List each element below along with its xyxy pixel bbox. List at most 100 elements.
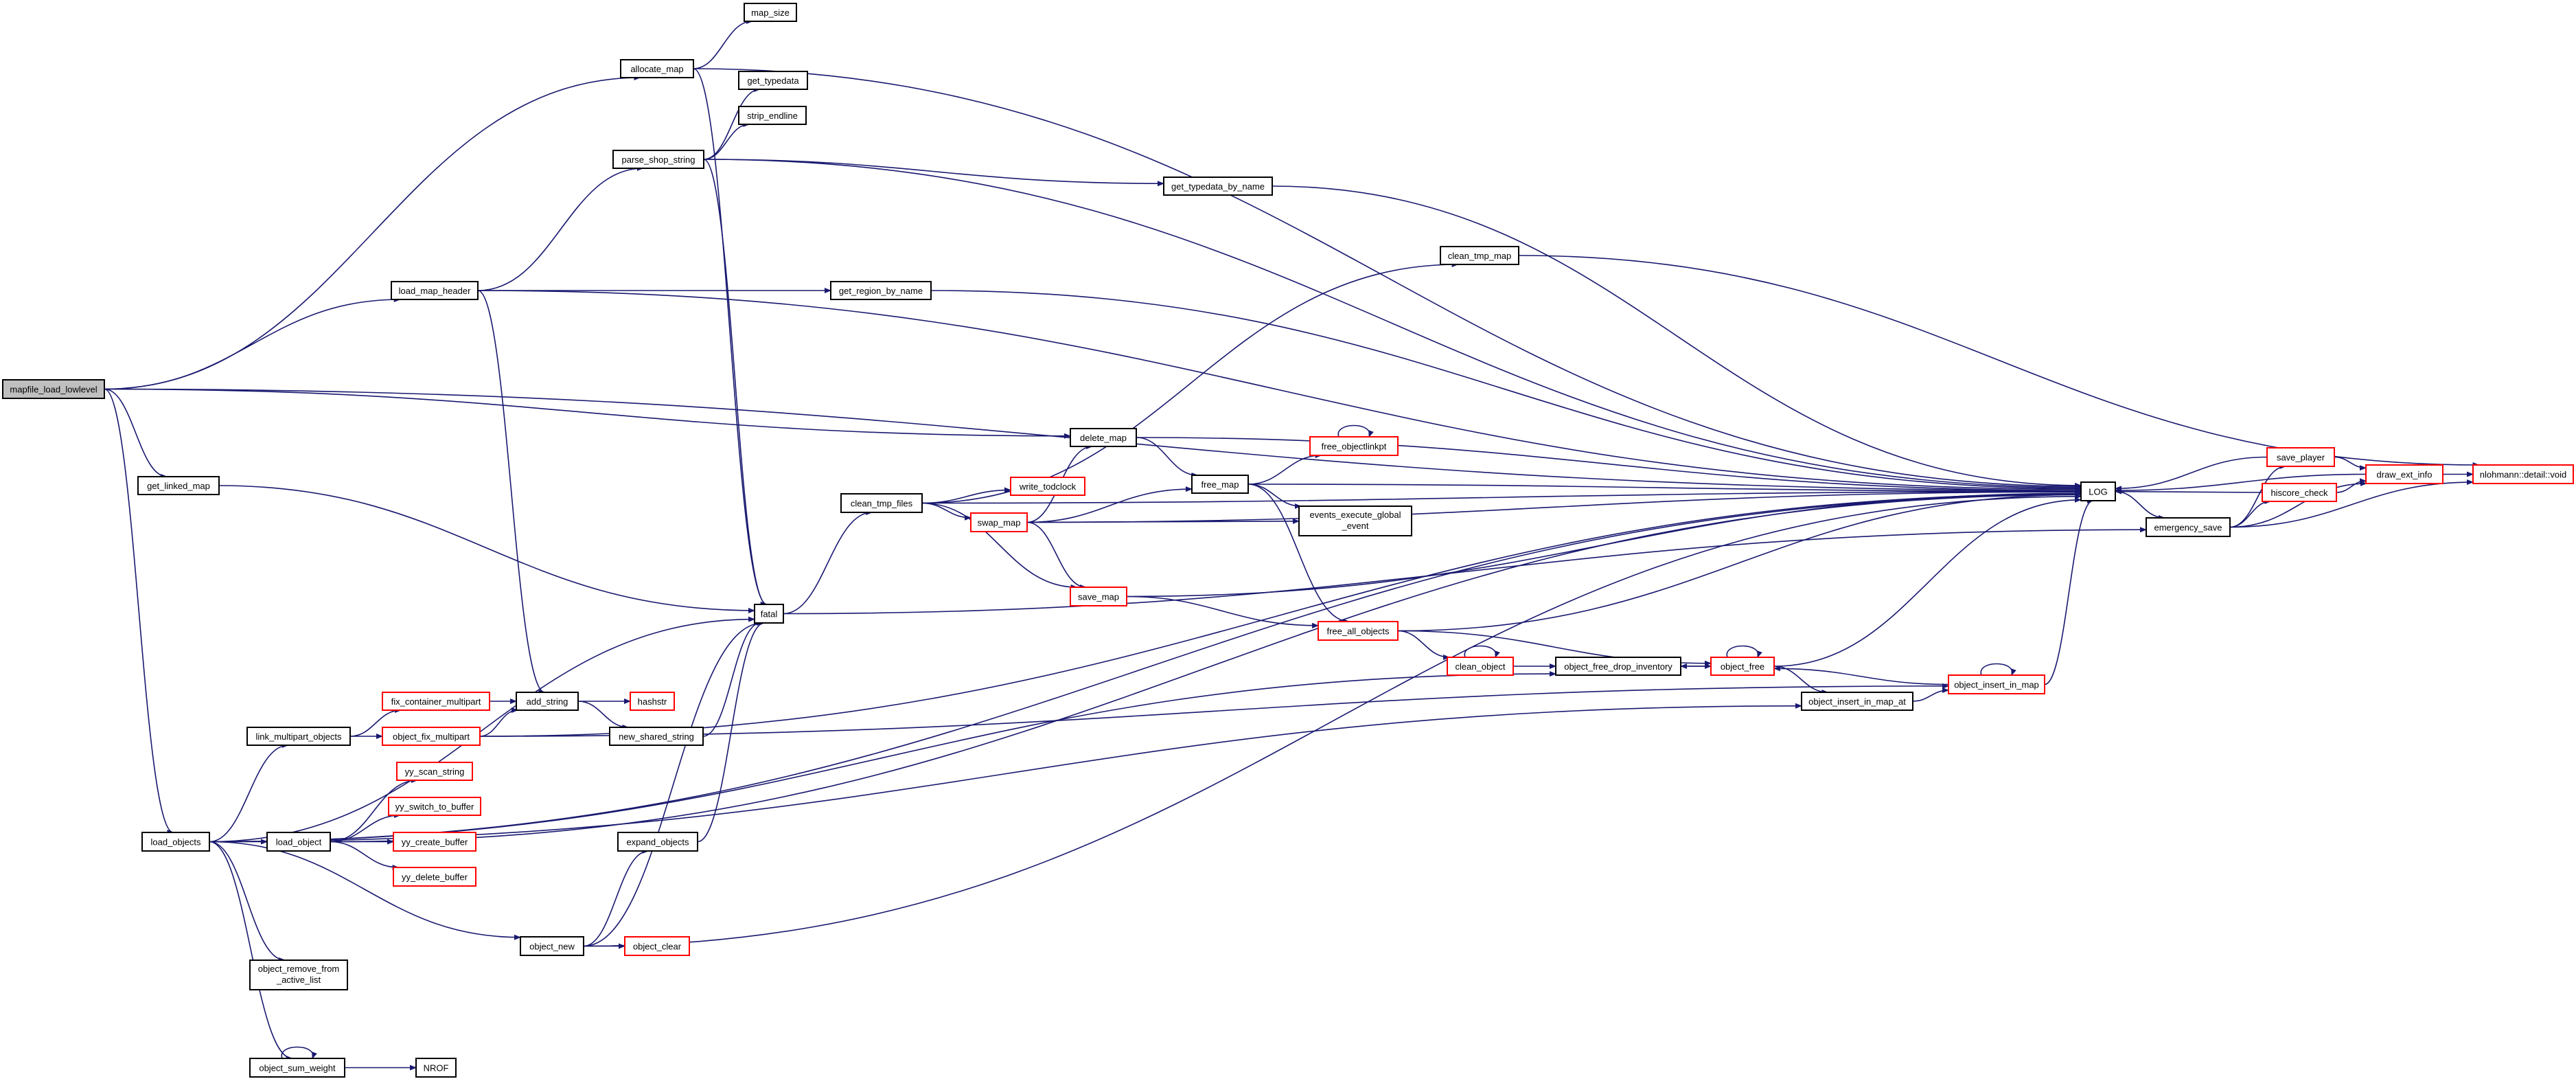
node-new-shared-string[interactable]: new_shared_string [609, 727, 704, 746]
edge-emergency-save-to-save-player [2229, 464, 2287, 528]
node-label: yy_scan_string [405, 766, 465, 777]
node-box [249, 1058, 345, 1078]
edge-object-new-to-fatal [583, 620, 764, 947]
node-object-free-drop-inventory[interactable]: object_free_drop_inventory [1555, 657, 1681, 676]
node-object-fix-multipart[interactable]: object_fix_multipart [382, 727, 481, 746]
edge-load-objects-to-object-new [209, 841, 521, 940]
node-draw-ext-info[interactable]: draw_ext_info [2365, 464, 2443, 484]
edge-object-free-to-object-insert-in-map-at [1773, 666, 1829, 695]
node-allocate-map[interactable]: allocate_map [620, 59, 694, 78]
edge-object-insert-in-map-at-to-object-insert-in-map [1912, 687, 1949, 702]
node-object-insert-in-map-at[interactable]: object_insert_in_map_at [1801, 692, 1913, 711]
node-yy-scan-string[interactable]: yy_scan_string [396, 762, 473, 781]
node-log[interactable]: LOG [2080, 481, 2116, 501]
edge-save-map-to-free-all-objects [1126, 595, 1319, 628]
edge-emergency-save-to-hiscore-check [2229, 499, 2272, 528]
node-yy-switch-to-buffer[interactable]: yy_switch_to_buffer [388, 797, 481, 816]
node-label: link_multipart_objects [255, 731, 342, 742]
node-yy-delete-buffer[interactable]: yy_delete_buffer [393, 867, 476, 887]
edge-clean-tmp-map-to-nlohmann-detail-void [1518, 255, 2480, 468]
node-fix-container-multipart[interactable]: fix_container_multipart [382, 692, 490, 711]
node-clean-tmp-map[interactable]: clean_tmp_map [1440, 246, 1519, 265]
edge-save-player-to-draw-ext-info [2334, 456, 2367, 471]
edge-swap-map-to-log [1026, 489, 2082, 523]
node-load-objects[interactable]: load_objects [141, 832, 210, 852]
node-box [382, 727, 481, 746]
node-strip-endline[interactable]: strip_endline [738, 106, 807, 125]
edge-load-map-header-to-add-string [477, 290, 546, 695]
node-delete-map[interactable]: delete_map [1070, 428, 1137, 447]
node-label: swap_map [978, 518, 1021, 528]
edge-parse-shop-string-to-strip-endline [703, 122, 750, 160]
node-swap-map[interactable]: swap_map [970, 512, 1028, 532]
node-box [1440, 246, 1519, 265]
node-object-free[interactable]: object_free [1710, 657, 1775, 676]
node-yy-create-buffer[interactable]: yy_create_buffer [393, 832, 476, 852]
node-expand-objects[interactable]: expand_objects [617, 832, 698, 852]
node-box [1309, 436, 1399, 456]
node-box [738, 106, 807, 125]
node-object-clear[interactable]: object_clear [624, 936, 690, 956]
node-object-remove-from-active-list[interactable]: object_remove_from_active_list [249, 959, 348, 990]
node-box [1070, 587, 1127, 606]
node-parse-shop-string[interactable]: parse_shop_string [612, 150, 704, 169]
node-fatal[interactable]: fatal [754, 604, 784, 624]
edge-clean-tmp-files-to-log [921, 488, 2082, 504]
edge-get-region-by-name-to-log [930, 290, 2082, 492]
node-hashstr[interactable]: hashstr [630, 692, 675, 711]
node-nlohmann-detail-void[interactable]: nlohmann::detail::void [2472, 464, 2574, 484]
node-label: parse_shop_string [622, 155, 695, 165]
node-load-map-header[interactable]: load_map_header [391, 281, 479, 300]
node-object-sum-weight[interactable]: object_sum_weight [249, 1058, 345, 1078]
edge-object-free-to-log [1773, 497, 2082, 667]
edge-emergency-save-to-nlohmann-detail-void [2229, 479, 2474, 528]
node-link-multipart-objects[interactable]: link_multipart_objects [246, 727, 351, 746]
node-label: object_new [529, 942, 575, 952]
node-free-all-objects[interactable]: free_all_objects [1318, 621, 1399, 641]
node-clean-tmp-files[interactable]: clean_tmp_files [840, 493, 923, 513]
edge-log-to-emergency-save [2115, 490, 2165, 521]
node-write-todclock[interactable]: write_todclock [1010, 477, 1085, 496]
node-nrof[interactable]: NROF [415, 1058, 457, 1078]
node-save-map[interactable]: save_map [1070, 587, 1127, 606]
edge-load-object-to-log [330, 492, 2082, 843]
node-label: get_region_by_name [839, 286, 923, 296]
edge-load-object-to-yy-delete-buffer [330, 841, 400, 870]
edge-get-linked-map-to-fatal [218, 485, 755, 613]
node-object-new[interactable]: object_new [520, 936, 584, 956]
node-get-typedata-by-name[interactable]: get_typedata_by_name [1163, 177, 1273, 196]
node-box [2262, 483, 2337, 502]
node-save-player[interactable]: save_player [2266, 447, 2335, 467]
node-get-linked-map[interactable]: get_linked_map [137, 476, 220, 495]
edge-clean-tmp-files-to-swap-map [921, 502, 971, 521]
edge-expand-objects-to-fatal [697, 620, 766, 843]
node-object-insert-in-map[interactable]: object_insert_in_map [1948, 674, 2045, 694]
node-get-typedata[interactable]: get_typedata [738, 71, 808, 90]
node-emergency-save[interactable]: emergency_save [2146, 517, 2231, 537]
node-hiscore-check[interactable]: hiscore_check [2262, 483, 2337, 502]
node-get-region-by-name[interactable]: get_region_by_name [830, 281, 932, 300]
node-map-size[interactable]: map_size [744, 3, 797, 22]
node-box [137, 476, 220, 495]
node-add-string[interactable]: add_string [516, 692, 579, 711]
node-box [1447, 657, 1514, 676]
node-clean-object[interactable]: clean_object [1447, 657, 1514, 676]
node-label: yy_create_buffer [402, 837, 468, 848]
edge-load-map-header-to-parse-shop-string [477, 166, 644, 291]
node-label: mapfile_load_lowlevel [10, 385, 97, 395]
edge-allocate-map-to-log [693, 68, 2082, 490]
node-load-object[interactable]: load_object [266, 832, 331, 852]
edge-object-fix-multipart-to-add-string [479, 707, 518, 737]
node-label: load_map_header [399, 286, 471, 296]
edge-object-free-to-object-free [1726, 645, 1762, 658]
node-mapfile-load-lowlevel[interactable]: mapfile_load_lowlevel [2, 379, 105, 399]
edge-clean-tmp-files-to-save-map [921, 502, 1078, 590]
edge-load-objects-to-link-multipart-objects [209, 742, 289, 843]
edge-mapfile-load-lowlevel-to-allocate-map [104, 75, 641, 390]
node-box [1801, 692, 1913, 711]
node-box [1298, 506, 1412, 536]
node-box [2365, 464, 2443, 484]
node-free-map[interactable]: free_map [1191, 475, 1249, 494]
node-events-execute-global-event[interactable]: events_execute_global_event [1298, 506, 1412, 536]
node-free-objectlinkpt[interactable]: free_objectlinkpt [1309, 436, 1399, 456]
